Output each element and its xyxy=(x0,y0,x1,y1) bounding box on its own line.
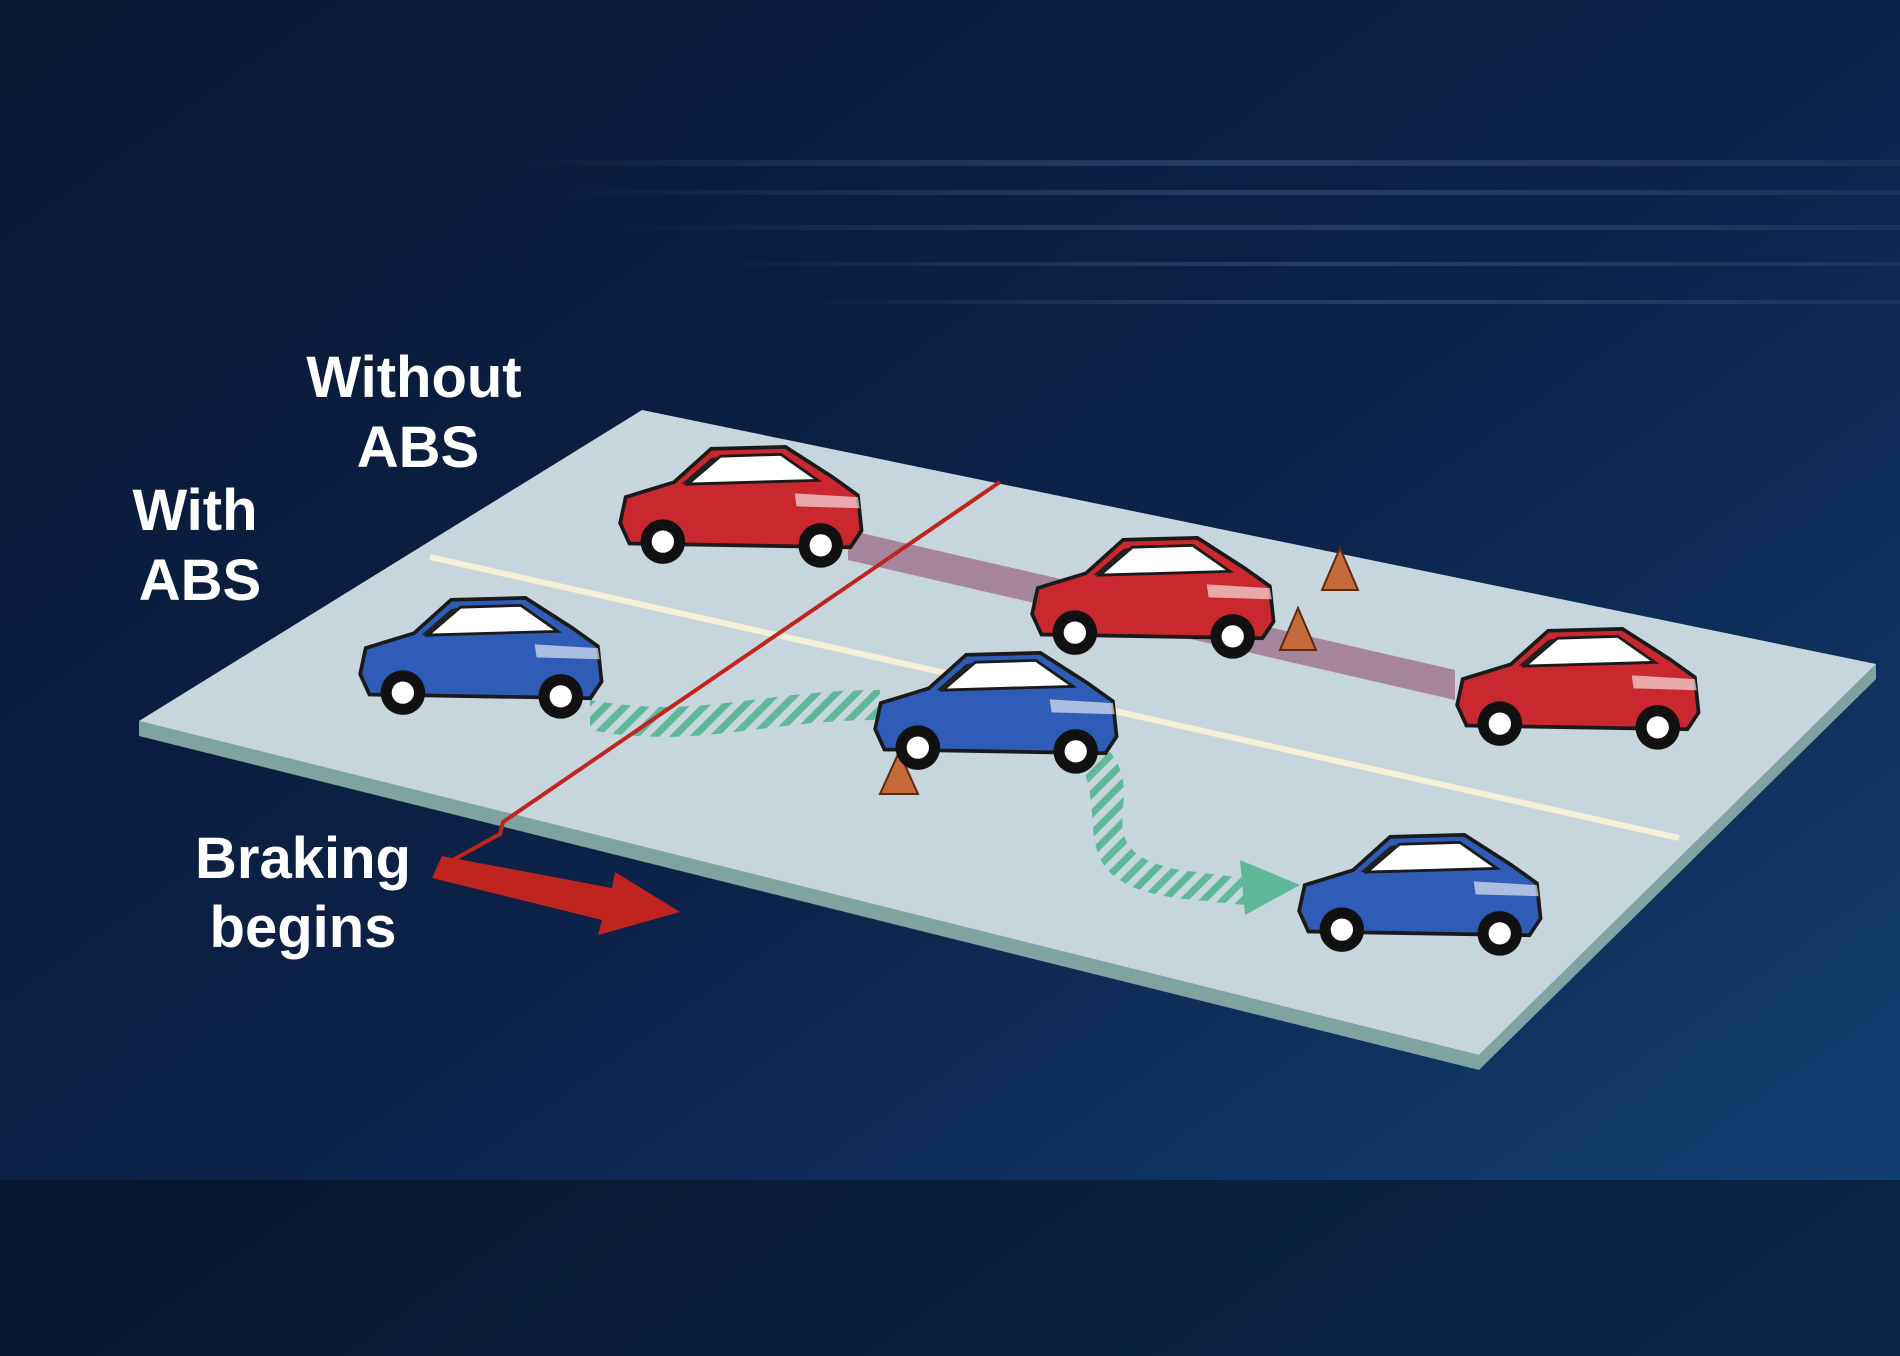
label-with-abs-line1: With xyxy=(132,478,257,543)
label-with-abs-line2: ABS xyxy=(139,548,261,613)
steer-path-1 xyxy=(590,690,880,737)
braking-line xyxy=(441,480,1002,868)
cone-icon xyxy=(878,749,920,795)
steer-arrowhead xyxy=(1240,860,1300,915)
light-streaks xyxy=(500,160,1900,304)
label-without-abs-line2: ABS xyxy=(357,415,479,480)
cones xyxy=(878,545,1360,795)
floor-shadow xyxy=(0,1180,1900,1356)
braking-arrow-icon xyxy=(432,856,680,935)
cone-icon xyxy=(1320,545,1360,591)
cone-icon xyxy=(1278,605,1318,651)
label-without-abs-line1: Without xyxy=(306,345,521,410)
steer-path-2 xyxy=(1080,752,1260,905)
label-braking-line2: begins xyxy=(210,895,397,960)
label-braking-line1: Braking xyxy=(195,826,411,891)
